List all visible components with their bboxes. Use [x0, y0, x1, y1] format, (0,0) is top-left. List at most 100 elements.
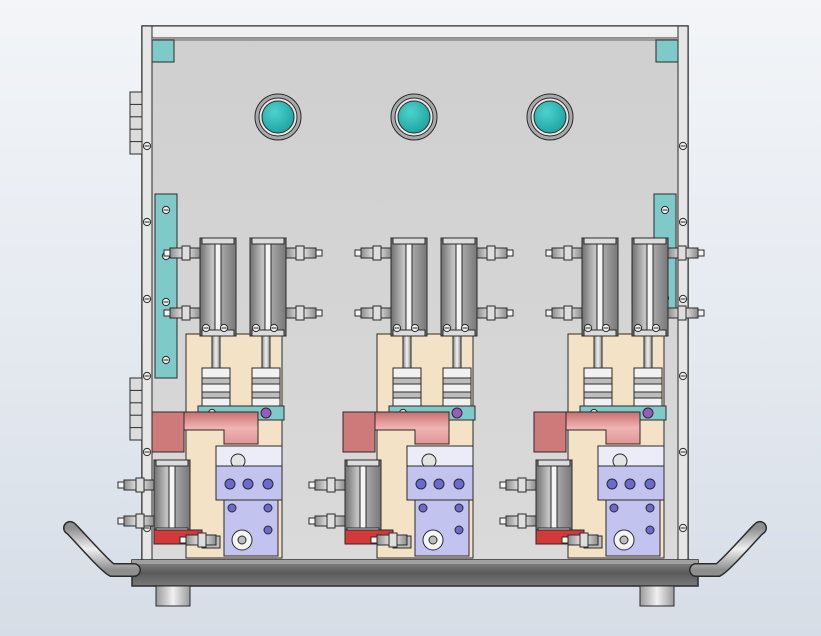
guide-block — [583, 367, 613, 409]
post-screw — [142, 447, 152, 457]
body-bolt — [453, 478, 465, 490]
cylinder-screw — [601, 323, 611, 333]
guide-block — [633, 367, 663, 409]
vertical-cylinder-right — [249, 237, 287, 337]
body-bolt — [433, 478, 445, 490]
body-bolt — [606, 478, 618, 490]
air-fitting — [117, 513, 155, 529]
air-fitting — [354, 305, 392, 321]
left-side-rail — [154, 193, 178, 379]
handle-left — [63, 520, 141, 577]
body-bolt — [227, 503, 237, 513]
gripper-body — [597, 445, 665, 557]
swing-arm — [533, 411, 641, 453]
cylinder-screw — [269, 323, 279, 333]
cylinder-screw — [460, 323, 470, 333]
top-port-3 — [526, 93, 574, 141]
body-bolt — [418, 503, 428, 513]
gripper-module-3 — [499, 237, 705, 559]
guide-block — [201, 367, 231, 409]
gripper-module-2 — [308, 237, 514, 559]
bar-bolt — [451, 407, 463, 419]
cylinder-screw — [392, 323, 402, 333]
air-fitting — [285, 305, 323, 321]
air-fitting — [667, 245, 705, 261]
piston-rod — [452, 335, 462, 369]
body-bolt — [609, 503, 619, 513]
post-screw — [678, 294, 688, 304]
cylinder-screw — [442, 323, 452, 333]
corner-bracket-right — [655, 39, 679, 63]
post-screw — [678, 371, 688, 381]
air-fitting — [163, 245, 201, 261]
post-screw — [142, 294, 152, 304]
cylinder-screw — [410, 323, 420, 333]
cylinder-screw — [251, 323, 261, 333]
rail-screw — [161, 355, 171, 365]
bar-bolt — [642, 407, 654, 419]
clamp-cylinder — [535, 459, 573, 535]
air-fitting — [117, 477, 155, 493]
hinge-lower — [129, 377, 143, 441]
gripper-body — [215, 445, 283, 557]
post-screw — [142, 217, 152, 227]
top-shadow — [152, 38, 678, 41]
air-fitting — [308, 477, 346, 493]
body-bolt — [242, 478, 254, 490]
top-port-1 — [254, 93, 302, 141]
body-bolt — [454, 503, 464, 513]
air-fitting — [545, 245, 583, 261]
air-fitting — [476, 305, 514, 321]
body-bolt — [262, 478, 274, 490]
rail-screw — [161, 205, 171, 215]
base-assembly — [63, 520, 767, 607]
body-bolt — [454, 525, 464, 535]
post-screw — [678, 447, 688, 457]
post-screw — [678, 141, 688, 151]
body-bolt — [645, 503, 655, 513]
top-rail — [141, 25, 689, 39]
body-bolt — [644, 478, 656, 490]
vertical-cylinder-right — [631, 237, 669, 337]
cylinder-screw — [651, 323, 661, 333]
air-fitting — [370, 532, 408, 548]
air-fitting — [476, 245, 514, 261]
corner-bracket-left — [151, 39, 175, 63]
piston-rod — [643, 335, 653, 369]
foot-left — [155, 585, 191, 607]
piston-rod — [211, 335, 221, 369]
body-bolt — [415, 478, 427, 490]
air-fitting — [499, 513, 537, 529]
post-screw — [678, 217, 688, 227]
piston-rod — [261, 335, 271, 369]
gripper-module-1 — [117, 237, 323, 559]
vertical-cylinder-right — [440, 237, 478, 337]
vertical-cylinder-left — [581, 237, 619, 337]
body-bolt — [645, 525, 655, 535]
air-fitting — [545, 305, 583, 321]
gripper-body — [406, 445, 474, 557]
swing-arm — [151, 411, 259, 453]
cylinder-screw — [201, 323, 211, 333]
air-fitting — [285, 245, 323, 261]
vertical-cylinder-left — [390, 237, 428, 337]
air-fitting — [179, 532, 217, 548]
handle-right — [689, 520, 767, 577]
air-fitting — [354, 245, 392, 261]
bar-bolt — [260, 407, 272, 419]
piston-rod — [402, 335, 412, 369]
piston-rod — [593, 335, 603, 369]
body-bolt — [224, 478, 236, 490]
cylinder-screw — [633, 323, 643, 333]
body-bolt — [263, 525, 273, 535]
air-fitting — [561, 532, 599, 548]
swing-arm — [342, 411, 450, 453]
vertical-cylinder-left — [199, 237, 237, 337]
guide-block — [392, 367, 422, 409]
body-bolt — [624, 478, 636, 490]
clamp-cylinder — [344, 459, 382, 535]
cylinder-screw — [583, 323, 593, 333]
post-screw — [142, 141, 152, 151]
